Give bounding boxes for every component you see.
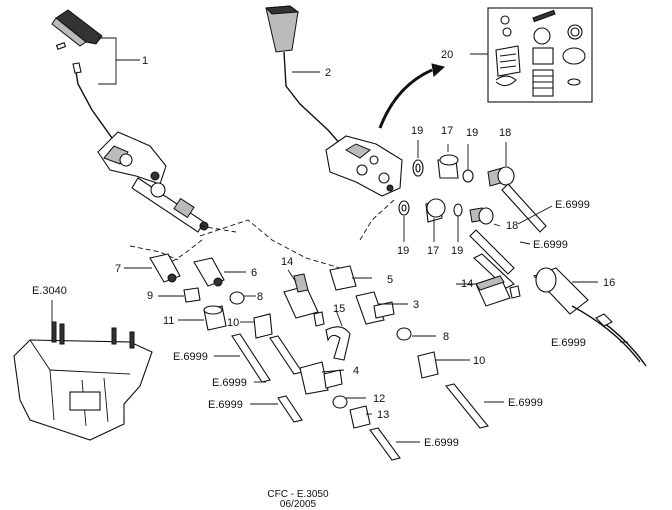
lever-assembly-2 [264, 5, 446, 197]
label-6: 6 [251, 267, 257, 279]
label-10-b: 10 [473, 355, 485, 367]
label-13: 13 [377, 409, 389, 421]
label-12: 12 [373, 393, 385, 405]
label-14-b: 14 [461, 278, 473, 290]
label-7: 7 [115, 263, 121, 275]
label-15: 15 [333, 303, 345, 315]
label-19-d: 19 [451, 245, 463, 257]
label-19-a: 19 [411, 125, 423, 137]
label-20: 20 [441, 49, 453, 61]
label-1: 1 [142, 55, 148, 67]
label-8-b: 8 [443, 331, 449, 343]
drawing-date: 06/2005 [280, 499, 317, 510]
label-19-c: 19 [397, 245, 409, 257]
label-e6999-b: E.6999 [533, 239, 568, 251]
label-e6999-a: E.6999 [555, 199, 590, 211]
label-e3040: E.3040 [32, 285, 67, 297]
label-8-a: 8 [257, 291, 263, 303]
label-3: 3 [413, 299, 419, 311]
label-e6999-d: E.6999 [173, 351, 208, 363]
label-e6999-c: E.6999 [551, 337, 586, 349]
label-18-a: 18 [499, 127, 511, 139]
label-17-a: 17 [441, 125, 453, 137]
label-e6999-f: E.6999 [508, 397, 543, 409]
label-e6999-g: E.6999 [208, 399, 243, 411]
drawing-footer: CFC - E.3050 06/2005 [267, 489, 329, 510]
leader-lines [124, 205, 628, 443]
upper-fittings [398, 140, 547, 275]
lever-assembly-1 [51, 9, 209, 233]
center-parts [149, 253, 515, 461]
label-14-a: 14 [281, 256, 293, 268]
label-e6999-h: E.6999 [424, 437, 459, 449]
label-10-a: 10 [227, 317, 239, 329]
label-e6999-e: E.6999 [212, 377, 247, 389]
label-18-b: 18 [506, 220, 518, 232]
callout-labels: 1 2 20 19 17 19 18 E.6999 18 E.6999 19 1… [32, 49, 615, 449]
label-19-b: 19 [466, 127, 478, 139]
label-5: 5 [387, 274, 393, 286]
label-11: 11 [163, 315, 174, 327]
drawing-code: CFC - E.3050 [267, 489, 329, 500]
label-9: 9 [147, 290, 153, 302]
label-16: 16 [603, 277, 615, 289]
label-2: 2 [325, 67, 331, 79]
repair-kit-box-20 [470, 7, 593, 103]
right-switch-boot [475, 267, 647, 367]
mounting-bracket-e3040 [13, 300, 153, 441]
routing-lines [129, 199, 395, 269]
label-4: 4 [353, 365, 359, 377]
label-17-b: 17 [427, 245, 439, 257]
